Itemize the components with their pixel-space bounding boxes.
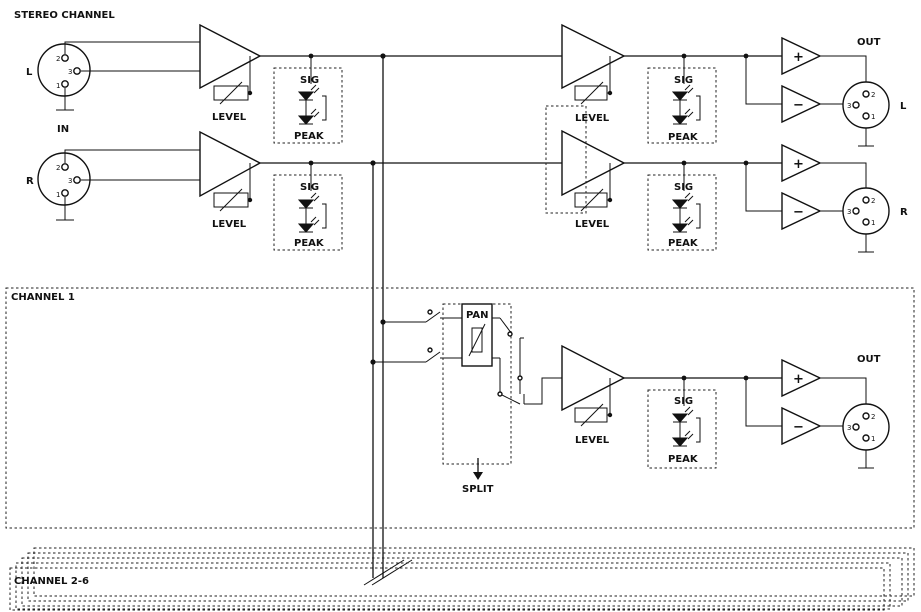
output-right-label: R bbox=[900, 207, 908, 218]
pin-label: 1 bbox=[871, 219, 875, 227]
pin-label: 3 bbox=[847, 424, 851, 432]
sig-peak-meter bbox=[647, 174, 717, 251]
pan-label: PAN bbox=[466, 310, 489, 321]
input-wiring bbox=[56, 41, 200, 221]
minus-sign: − bbox=[793, 420, 804, 435]
minus-sign: − bbox=[793, 205, 804, 220]
input-left-label: L bbox=[26, 67, 33, 78]
peak-label: PEAK bbox=[668, 454, 699, 465]
output-amp-left bbox=[561, 23, 626, 105]
sig-label: SIG bbox=[674, 75, 693, 86]
plus-sign: + bbox=[793, 372, 804, 387]
output-left-label: L bbox=[900, 101, 907, 112]
pin-label: 2 bbox=[871, 413, 875, 421]
level-label: LEVEL bbox=[212, 219, 247, 230]
channel-2-6-stack bbox=[9, 547, 915, 611]
pin-label: 1 bbox=[56, 191, 60, 199]
channel-1-amp bbox=[561, 344, 782, 427]
pin-label: 3 bbox=[847, 208, 851, 216]
channel-1-balanced-driver bbox=[781, 358, 867, 446]
channel-2-6-label: CHANNEL 2-6 bbox=[14, 576, 89, 587]
output-jack-right: 2 3 1 bbox=[842, 187, 890, 253]
input-amp-left bbox=[199, 23, 262, 105]
level-label: LEVEL bbox=[575, 435, 610, 446]
input-right-label: R bbox=[26, 176, 34, 187]
split-label: SPLIT bbox=[462, 484, 494, 495]
level-label: LEVEL bbox=[575, 113, 610, 124]
channel-1-output-jack: 2 3 1 bbox=[842, 403, 890, 469]
output-jack-left: 2 3 1 bbox=[842, 81, 890, 147]
pin-label: 1 bbox=[871, 113, 875, 121]
main-buses bbox=[260, 53, 562, 578]
pin-label: 2 bbox=[56, 164, 60, 172]
stereo-channel-title: STEREO CHANNEL bbox=[14, 10, 115, 21]
input-jack-left: 2 3 1 bbox=[37, 43, 91, 97]
output-label: OUT bbox=[857, 354, 881, 365]
plus-sign: + bbox=[793, 157, 804, 172]
split-arrow bbox=[473, 458, 483, 480]
plus-sign: + bbox=[793, 50, 804, 65]
peak-label: PEAK bbox=[294, 238, 325, 249]
pin-label: 2 bbox=[871, 91, 875, 99]
level-label: LEVEL bbox=[575, 219, 610, 230]
minus-sign: − bbox=[793, 98, 804, 113]
pin-label: 3 bbox=[68, 177, 72, 185]
output-label: OUT bbox=[857, 37, 881, 48]
sig-label: SIG bbox=[674, 182, 693, 193]
pan-input-switches bbox=[373, 309, 462, 363]
input-amp-right bbox=[199, 130, 262, 212]
pin-label: 3 bbox=[68, 68, 72, 76]
input-jack-right: 2 3 1 bbox=[37, 152, 91, 206]
split-frame bbox=[442, 303, 512, 465]
output-wiring bbox=[624, 53, 782, 212]
sig-peak-meter bbox=[273, 67, 343, 144]
sig-label: SIG bbox=[674, 396, 693, 407]
peak-label: PEAK bbox=[294, 131, 325, 142]
output-amp-right bbox=[561, 129, 626, 212]
balanced-driver-right bbox=[781, 143, 867, 231]
peak-label: PEAK bbox=[668, 238, 699, 249]
pan-pot bbox=[461, 303, 500, 367]
sig-label: SIG bbox=[300, 75, 319, 86]
pan-output-switches bbox=[497, 317, 562, 405]
pin-label: 3 bbox=[847, 102, 851, 110]
level-gang-link bbox=[545, 105, 587, 214]
sig-label: SIG bbox=[300, 182, 319, 193]
channel-1-frame bbox=[5, 287, 915, 529]
sig-peak-meter bbox=[273, 174, 343, 251]
channel-1-label: CHANNEL 1 bbox=[11, 292, 75, 303]
pin-label: 2 bbox=[871, 197, 875, 205]
sig-peak-meter bbox=[647, 67, 717, 144]
balanced-driver-left bbox=[781, 36, 867, 124]
pin-label: 2 bbox=[56, 55, 60, 63]
peak-label: PEAK bbox=[668, 132, 699, 143]
input-label: IN bbox=[57, 124, 69, 135]
sig-peak-meter bbox=[647, 389, 717, 469]
pin-label: 1 bbox=[871, 435, 875, 443]
level-label: LEVEL bbox=[212, 112, 247, 123]
pin-label: 1 bbox=[56, 82, 60, 90]
